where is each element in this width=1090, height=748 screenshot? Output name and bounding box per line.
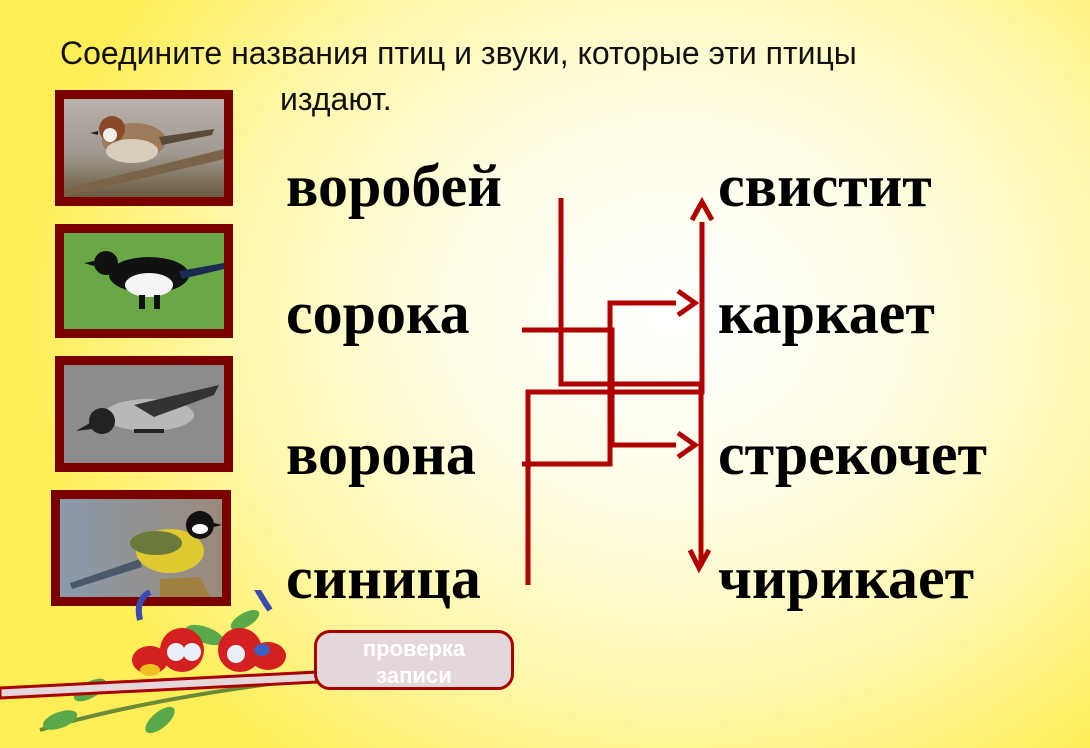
arrow-up-icon: [689, 196, 715, 222]
line-crow-caws: [522, 300, 676, 467]
line-tit-whistles: [525, 222, 705, 585]
bird-name-crow[interactable]: ворона: [286, 421, 476, 487]
bird-name-tit[interactable]: синица: [286, 545, 481, 611]
line-sparrow-chirps: [558, 198, 704, 566]
sound-chatters[interactable]: стрекочет: [718, 421, 988, 487]
line-magpie-chatters: [522, 327, 676, 448]
crow-photo: [55, 356, 233, 472]
cartoon-birds-decoration: [39, 590, 301, 734]
check-answer-button[interactable]: проверка записи: [314, 630, 514, 690]
arrow-down-icon: [687, 548, 712, 574]
arrow-right-icon: [676, 430, 700, 460]
instruction-title: Соедините названия птиц и звуки, которые…: [60, 30, 1090, 122]
tit-photo: [51, 490, 231, 606]
check-button-line-2: записи: [376, 663, 452, 688]
title-line-1: Соедините названия птиц и звуки, которые…: [60, 35, 857, 71]
title-line-2: издают.: [280, 81, 392, 117]
sparrow-photo: [55, 90, 233, 206]
check-button-tail: [0, 670, 320, 700]
check-button-line-1: проверка: [362, 636, 466, 661]
arrow-right-icon: [676, 288, 700, 318]
sound-whistles[interactable]: свистит: [718, 153, 932, 219]
bird-name-magpie[interactable]: сорока: [286, 280, 470, 346]
sound-caws[interactable]: каркает: [718, 280, 935, 346]
sound-chirps[interactable]: чирикает: [718, 545, 975, 611]
bird-name-sparrow[interactable]: воробей: [286, 153, 502, 219]
magpie-photo: [55, 224, 233, 338]
